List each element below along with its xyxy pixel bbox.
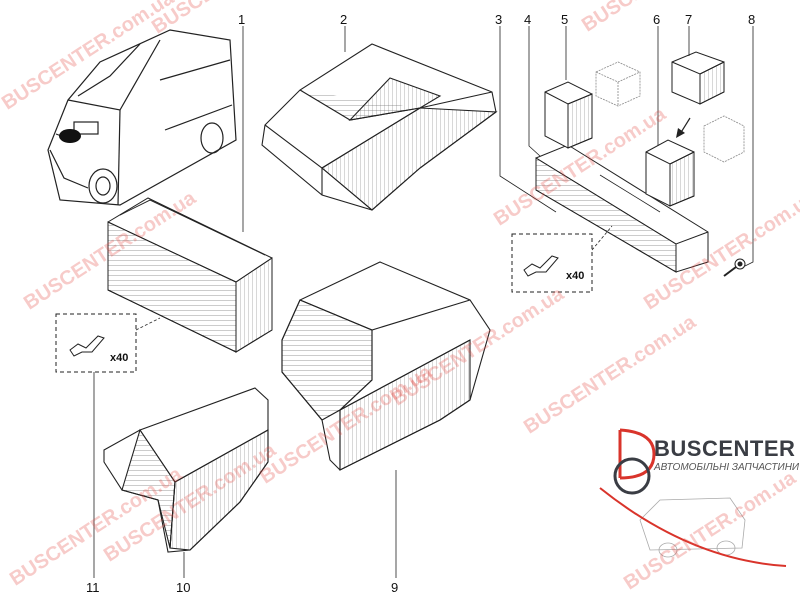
fuse-box-cover	[261, 43, 498, 211]
arrow-head	[676, 128, 685, 138]
callout-5: 5	[561, 12, 569, 27]
relay-7	[671, 51, 725, 105]
logo-van	[639, 497, 746, 558]
callout-11: 11	[86, 580, 100, 595]
callout-4: 4	[524, 12, 532, 27]
callout-1: 1	[238, 12, 246, 27]
buscenter-logo-mark	[613, 428, 656, 495]
quantity-label-left: x40	[110, 352, 129, 364]
logo-swoosh	[599, 487, 787, 567]
relay-socket-4	[544, 81, 593, 149]
logo-tagline: АВТОМОБІЛЬНІ ЗАПЧАСТИНИ	[654, 462, 800, 473]
terminal-icon-right	[523, 255, 559, 277]
terminal-box-right	[511, 233, 593, 293]
relay-socket-6	[645, 139, 695, 207]
fuse-box-tray	[281, 261, 491, 471]
callout-2: 2	[340, 12, 348, 27]
relay-bracket	[535, 144, 709, 273]
fuse-box-location-mark	[59, 129, 81, 143]
mounting-frame	[103, 387, 269, 553]
fuse-box	[107, 197, 273, 353]
callout-10: 10	[176, 580, 191, 595]
van-illustration	[47, 29, 237, 206]
logo-name: BUSCENTER	[654, 436, 796, 461]
leader-lines	[93, 26, 754, 578]
callout-9: 9	[391, 580, 399, 595]
callout-7: 7	[685, 12, 693, 27]
relay-ghost-5	[595, 61, 641, 107]
relay-ghost-7	[703, 115, 745, 163]
callout-3: 3	[495, 12, 503, 27]
callout-8: 8	[748, 12, 756, 27]
screw	[723, 258, 746, 277]
terminal-icon-left	[69, 335, 105, 357]
callout-6: 6	[653, 12, 661, 27]
quantity-label-right: x40	[566, 270, 585, 282]
terminal-box-left	[55, 313, 137, 373]
